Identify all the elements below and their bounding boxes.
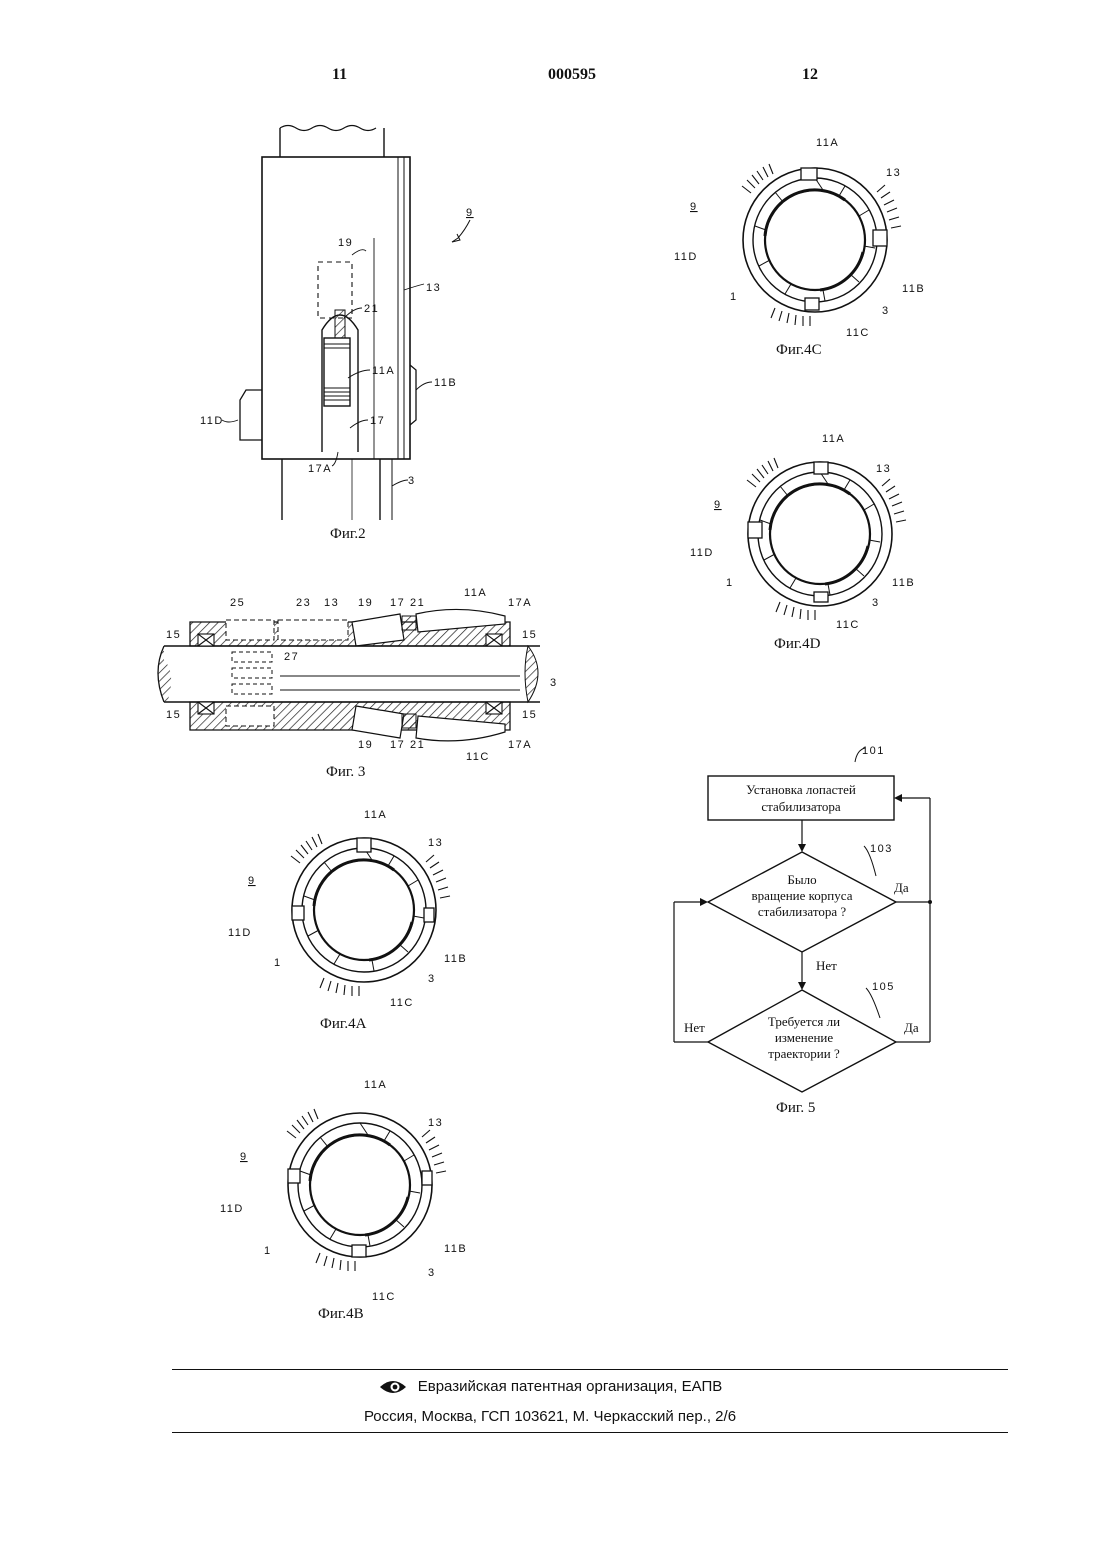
fig4d-ref-3: 3 [872,597,880,609]
footer-rule-top [172,1369,1008,1370]
fig3-ref-13: 13 [324,597,339,609]
fig2-ref-9: 9 [466,207,474,219]
fig4a-ref-3: 3 [428,973,436,985]
fig4b-ref-3: 3 [428,1267,436,1279]
fig3-ref-19-bottom: 19 [358,739,373,751]
fig4d-ref-11D: 11D [690,547,714,559]
fig4d-ref-1: 1 [726,577,734,589]
fig4c-ref-11B: 11B [902,283,925,295]
flow-d2-text-2: изменение [775,1030,834,1045]
flow-label-yes-1: Да [894,880,909,895]
fig4a-ref-11C: 11C [390,997,414,1009]
fig4c-ref-9: 9 [690,201,698,213]
fig3-ref-17: 17 [390,597,405,609]
fig4c-ref-3: 3 [882,305,890,317]
fig4c-ref-11A: 11A [816,137,839,149]
fig4b-ref-1: 1 [264,1245,272,1257]
fig2-ref-21: 21 [364,303,379,315]
fig4a-ref-1: 1 [274,957,282,969]
fig3-ref-15-top-left: 15 [166,629,181,641]
footer-rule-bottom [172,1432,1008,1433]
fig4c-caption: Фиг.4C [776,342,822,359]
figure-4b-drawing [287,1109,446,1271]
fig3-ref-21: 21 [410,597,425,609]
fig2-ref-11D: 11D [200,415,224,427]
fig4b-ref-9: 9 [240,1151,248,1163]
fig4a-ref-11A: 11A [364,809,387,821]
fig3-ref-23: 23 [296,597,311,609]
fig3-ref-3: 3 [550,677,558,689]
fig5-caption: Фиг. 5 [776,1100,815,1117]
flow-d1-text-2: вращение корпуса [752,888,853,903]
fig3-ref-21-bottom: 21 [410,739,425,751]
fig4d-ref-11A: 11A [822,433,845,445]
figure-3-labels: 25 23 13 19 17 21 11A 17A 15 15 27 3 15 … [166,587,558,763]
flow-label-no-1: Нет [816,958,837,973]
fig4b-ref-13: 13 [428,1117,443,1129]
figure-4d-drawing [747,458,906,620]
flow-d2-text-1: Требуется ли [768,1014,840,1029]
figure-2-labels: 9 19 21 13 11A 11B 11D 17 17A 3 [200,207,474,487]
fig3-ref-11C: 11C [466,751,490,763]
fig4d-caption: Фиг.4D [774,636,820,653]
fig2-ref-11B: 11B [434,377,457,389]
flow-label-yes-2: Да [904,1020,919,1035]
flow-box-text-2: стабилизатора [761,799,840,814]
footer-org-line: Евразийская патентная организация, ЕАПВ [0,1377,1100,1397]
fig2-caption: Фиг.2 [330,526,366,543]
figure-4a-drawing [291,834,450,996]
fig4a-ref-9: 9 [248,875,256,887]
fig2-ref-19: 19 [338,237,353,249]
fig4d-ref-9: 9 [714,499,722,511]
fig3-caption: Фиг. 3 [326,764,365,781]
fig4d-ref-11B: 11B [892,577,915,589]
flow-ref-105: 105 [872,981,895,993]
fig4a-ref-11D: 11D [228,927,252,939]
fig3-ref-15-top-right: 15 [522,629,537,641]
flow-d2-text-3: траектории ? [768,1046,840,1061]
fig3-ref-15-bottom-left: 15 [166,709,181,721]
fig2-ref-17A: 17A [308,463,332,475]
fig4a-ref-11B: 11B [444,953,467,965]
fig3-ref-17A: 17A [508,597,532,609]
figure-4c-drawing [742,164,901,326]
footer-org-name: Евразийская патентная организация, ЕАПВ [418,1378,723,1395]
fig3-ref-17A-bottom: 17A [508,739,532,751]
fig4c-ref-11C: 11C [846,327,870,339]
figure-2-drawing [222,126,470,521]
fig3-ref-17-bottom: 17 [390,739,405,751]
footer-address: Россия, Москва, ГСП 103621, М. Черкасски… [0,1408,1100,1425]
fig3-ref-11A: 11A [464,587,487,599]
fig4b-caption: Фиг.4B [318,1306,364,1323]
flow-d1-text-1: Было [787,872,816,887]
fig3-ref-25: 25 [230,597,245,609]
flow-ref-101: 101 [862,745,885,757]
flow-d1-text-3: стабилизатора ? [758,904,846,919]
fig2-ref-13: 13 [426,282,441,294]
fig4c-ref-11D: 11D [674,251,698,263]
fig3-ref-19: 19 [358,597,373,609]
fig4b-ref-11B: 11B [444,1243,467,1255]
fig3-ref-15-bottom-right: 15 [522,709,537,721]
fig4d-ref-13: 13 [876,463,891,475]
fig2-ref-17: 17 [370,415,385,427]
fig4d-ref-11C: 11C [836,619,860,631]
fig3-ref-27: 27 [284,651,299,663]
eapo-logo-icon [378,1377,408,1397]
flow-ref-103: 103 [870,843,893,855]
fig2-ref-11A: 11A [372,365,395,377]
flow-label-no-2: Нет [684,1020,705,1035]
fig4c-ref-13: 13 [886,167,901,179]
fig4a-ref-13: 13 [428,837,443,849]
figure-4b-labels: 11A 13 9 11D 1 11B 3 11C [220,1079,467,1303]
fig4c-ref-1: 1 [730,291,738,303]
fig2-ref-3: 3 [408,475,416,487]
fig4b-ref-11C: 11C [372,1291,396,1303]
fig4a-caption: Фиг.4A [320,1016,366,1033]
fig4b-ref-11A: 11A [364,1079,387,1091]
fig4b-ref-11D: 11D [220,1203,244,1215]
figure-3-drawing [158,609,540,740]
flow-box-text-1: Установка лопастей [746,782,856,797]
